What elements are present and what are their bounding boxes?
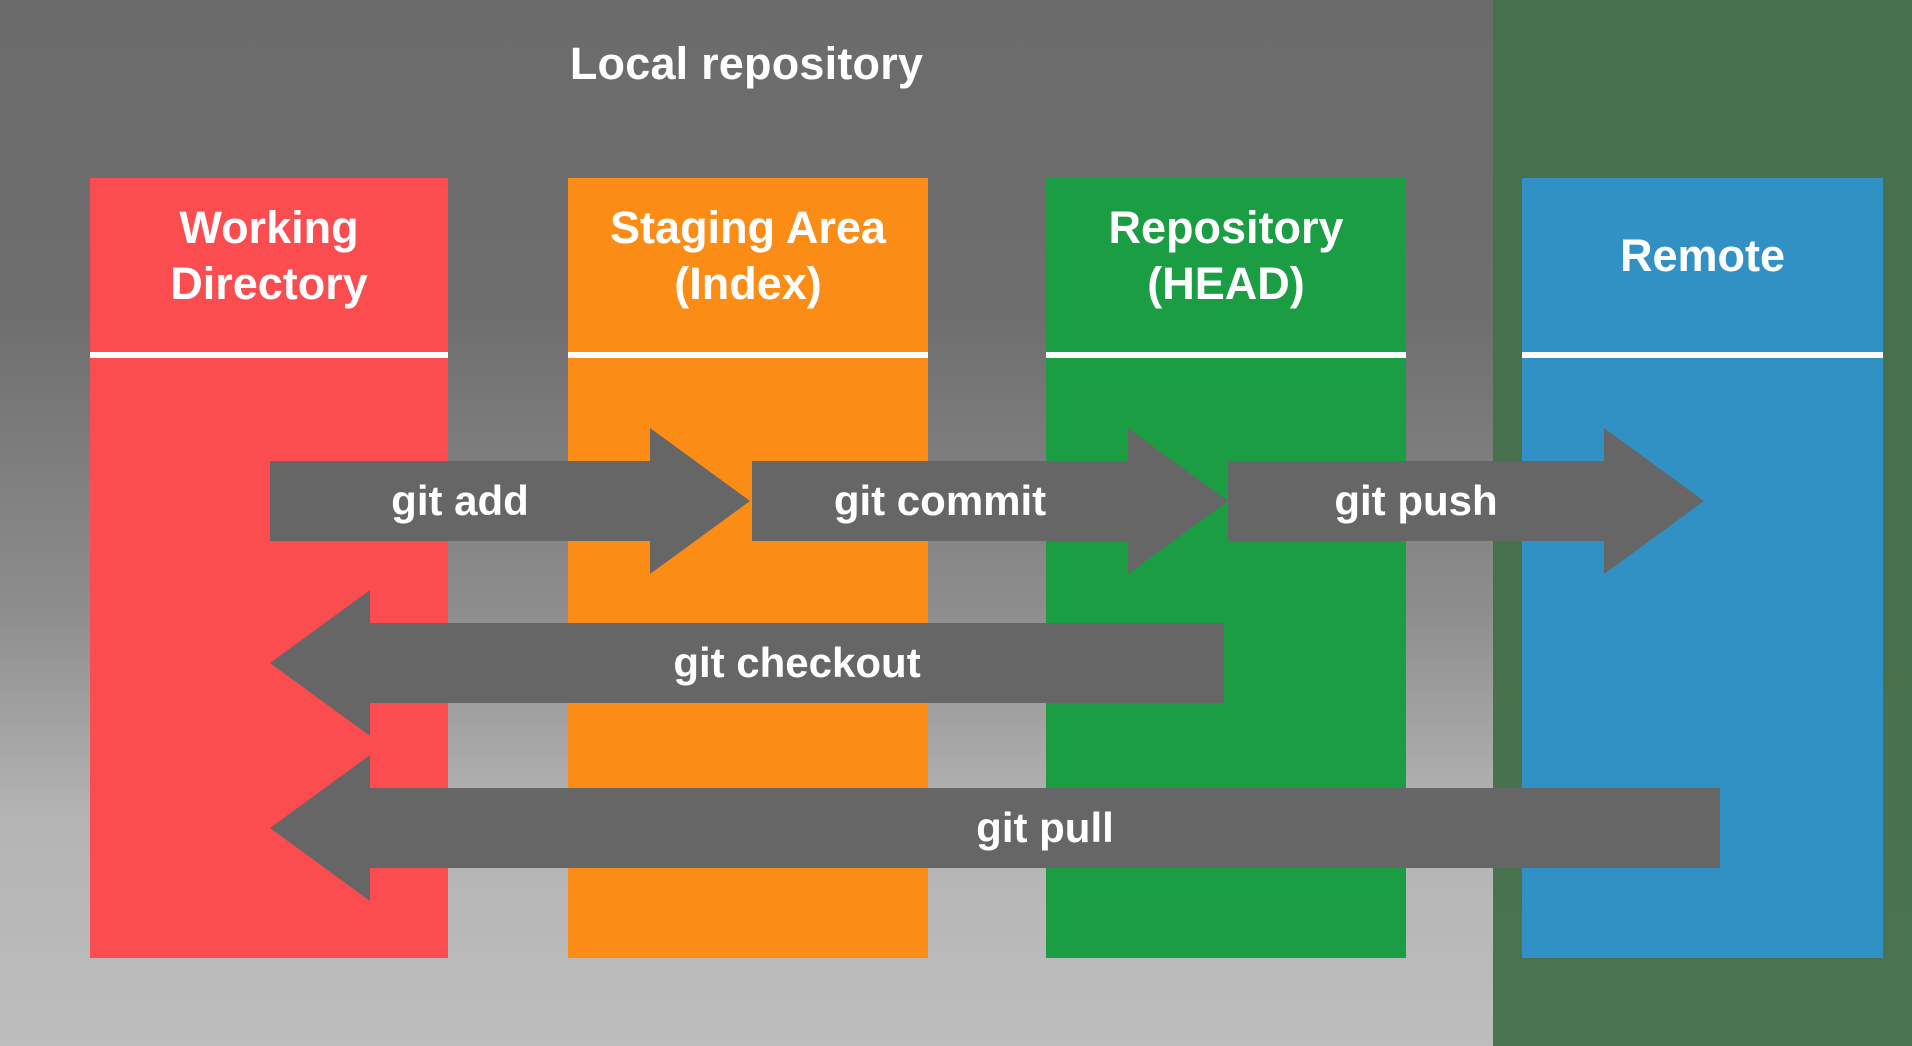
arrow-left-shape-icon <box>270 590 1224 736</box>
arrow-right-shape-icon <box>270 428 750 574</box>
column-divider-repository-head <box>1046 352 1406 358</box>
arrow-left-shape-icon <box>270 755 1720 901</box>
arrow-git-pull: git pull <box>270 755 1720 901</box>
arrow-right-shape-icon <box>752 428 1228 574</box>
column-divider-staging-area <box>568 352 928 358</box>
column-label-remote: Remote <box>1619 230 1786 281</box>
column-label-repository-head: Repository (HEAD) <box>1108 202 1344 309</box>
column-label-working-directory: Working Directory <box>170 202 368 309</box>
arrow-git-commit: git commit <box>752 428 1228 574</box>
column-divider-working-directory <box>90 352 448 358</box>
column-divider-remote <box>1522 352 1883 358</box>
arrow-right-shape-icon <box>1228 428 1704 574</box>
arrow-git-checkout: git checkout <box>270 590 1224 736</box>
diagram-title: Local repository <box>569 38 924 89</box>
column-label-staging-area: Staging Area (Index) <box>610 202 886 309</box>
arrow-git-push: git push <box>1228 428 1704 574</box>
arrow-git-add: git add <box>270 428 750 574</box>
